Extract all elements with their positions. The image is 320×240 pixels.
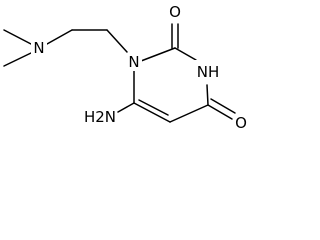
bond-c4-o xyxy=(207,104,233,120)
bond-c5-c6-inner xyxy=(138,99,169,116)
chemical-structure: N N O NH O H2N xyxy=(3,3,249,132)
atom-mask-o-c4 xyxy=(233,114,249,132)
bond-c5-c6 xyxy=(133,102,171,123)
atom-label-nh2: H2N xyxy=(84,108,116,126)
atom-mask-n1-ring xyxy=(126,53,142,71)
atom-label-o-c2: O xyxy=(169,3,181,21)
bond-c2-n3 xyxy=(174,47,197,61)
bond-n3-c4 xyxy=(206,84,209,106)
bond-c4-c5 xyxy=(169,104,209,123)
atom-mask-nh-ring xyxy=(193,60,223,84)
atom-mask-nh2 xyxy=(83,106,117,128)
bond-methyl2-n xyxy=(3,52,32,67)
bond-c6-nh2 xyxy=(117,102,135,113)
atom-label-nh-ring: NH xyxy=(197,63,220,81)
atom-mask-o-c2 xyxy=(167,3,183,21)
bond-ch2b-n1 xyxy=(106,29,128,53)
bond-c4-o-double xyxy=(210,98,236,114)
bond-methyl1-n xyxy=(3,29,32,45)
atom-label-o-c4: O xyxy=(235,114,247,132)
atom-mask-n-dimethyl xyxy=(31,39,47,57)
atom-label-n-dimethyl: N xyxy=(33,39,44,57)
bond-n-ch2a xyxy=(46,29,73,45)
atom-label-n1-ring: N xyxy=(128,53,139,71)
bond-n1-c2 xyxy=(140,47,176,62)
